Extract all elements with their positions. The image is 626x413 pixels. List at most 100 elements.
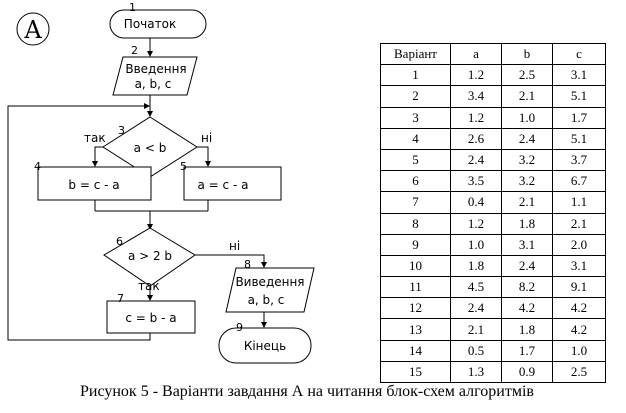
input-node: Введення a, b, c 2 — [112, 44, 198, 96]
node-number: 8 — [244, 258, 251, 271]
table-cell: 1.8 — [501, 318, 553, 341]
node-number: 5 — [180, 160, 187, 173]
header-variant: Варіант — [380, 42, 451, 66]
node-number: 4 — [34, 160, 41, 173]
node-number: 3 — [118, 124, 125, 137]
table-cell: 9 — [380, 233, 451, 256]
table-cell: 2.1 — [501, 85, 553, 108]
table-cell: 3.1 — [501, 233, 553, 256]
table-cell: 4.2 — [501, 297, 553, 320]
table-cell: 0.9 — [501, 360, 553, 384]
table-cell: 2.0 — [552, 233, 606, 256]
table-cell: 12 — [380, 297, 451, 320]
table-cell: 11 — [380, 276, 451, 299]
table-cell: 1.7 — [501, 339, 553, 362]
table-cell: 3.4 — [450, 85, 502, 108]
table-cell: 10 — [380, 254, 451, 278]
header-c: c — [552, 42, 606, 66]
table-cell: 3.2 — [501, 148, 553, 172]
svg-text:c = b - a: c = b - a — [125, 311, 176, 325]
header-a: a — [450, 42, 502, 66]
table-cell: 1 — [380, 64, 451, 87]
table-cell: 2.1 — [552, 212, 606, 235]
end-node: Кінець 9 — [218, 321, 312, 364]
node-number: 2 — [131, 44, 138, 57]
branch-no-label: ні — [201, 131, 212, 145]
node-number: 1 — [129, 1, 136, 14]
table-cell: 1.0 — [501, 106, 553, 129]
table-cell: 3.1 — [552, 254, 606, 278]
table-cell: 7 — [380, 191, 451, 214]
table-cell: 2.4 — [450, 297, 502, 320]
figure-caption: Рисунок 5 - Варіанти завдання А на читан… — [80, 383, 534, 400]
header-b: b — [501, 42, 553, 66]
table-cell: 0.5 — [450, 339, 502, 362]
table-cell: 2.1 — [501, 191, 553, 214]
decision-node-a-lt-b: a < b 3 так ні — [84, 116, 212, 178]
table-cell: 2.6 — [450, 127, 502, 150]
table-cell: 1.1 — [552, 191, 606, 214]
table-cell: 1.3 — [450, 360, 502, 384]
svg-text:Виведення: Виведення — [235, 275, 304, 289]
svg-text:a, b, c: a, b, c — [135, 77, 172, 91]
table-cell: 1.8 — [450, 254, 502, 278]
table-cell: 2.5 — [552, 360, 606, 384]
process-node-c: c = b - a 7 — [106, 292, 196, 334]
node-number: 7 — [117, 292, 124, 305]
table-cell: 3.1 — [552, 64, 606, 87]
branch-yes-label: так — [138, 279, 160, 293]
branch-no-label: ні — [229, 239, 240, 253]
svg-text:Кінець: Кінець — [244, 339, 286, 353]
svg-text:a > 2 b: a > 2 b — [128, 249, 172, 263]
table-header-row: Варіант a b c — [380, 42, 606, 66]
table-cell: 1.2 — [450, 106, 502, 129]
table-cell: 4.2 — [552, 297, 606, 320]
flowchart-connectors — [7, 38, 267, 341]
svg-text:a = c - a: a = c - a — [198, 178, 249, 192]
output-node: Виведення a, b, c 8 — [225, 258, 315, 313]
table-cell: 1.2 — [450, 64, 502, 87]
table-cell: 14 — [380, 339, 451, 362]
table-cell: 15 — [380, 360, 451, 384]
table-cell: 9.1 — [552, 276, 606, 299]
table-cell: 2.4 — [501, 254, 553, 278]
table-cell: 5.1 — [552, 127, 606, 150]
table-cell: 2 — [380, 85, 451, 108]
diagram-label: A — [23, 16, 42, 44]
table-cell: 4.2 — [552, 318, 606, 341]
table-cell: 2.4 — [501, 127, 553, 150]
table-cell: 4.5 — [450, 276, 502, 299]
table-cell: 5.1 — [552, 85, 606, 108]
node-number: 6 — [116, 235, 123, 248]
svg-text:Початок: Початок — [124, 17, 176, 31]
svg-text:a < b: a < b — [134, 141, 167, 155]
svg-text:b = c - a: b = c - a — [68, 178, 119, 192]
table-cell: 3.7 — [552, 148, 606, 172]
table-cell: 2.4 — [450, 148, 502, 172]
diagram-label-circle: A — [16, 12, 50, 46]
table-cell: 3.2 — [501, 170, 553, 193]
table-cell: 8 — [380, 212, 451, 235]
table-cell: 3 — [380, 106, 451, 129]
node-number: 9 — [236, 321, 243, 334]
table-cell: 1.7 — [552, 106, 606, 129]
branch-yes-label: так — [84, 131, 106, 145]
process-node-a: a = c - a 5 — [180, 160, 282, 201]
table-cell: 2.1 — [450, 318, 502, 341]
table-cell: 6 — [380, 170, 451, 193]
svg-text:a, b, c: a, b, c — [248, 293, 285, 307]
table-cell: 8.2 — [501, 276, 553, 299]
